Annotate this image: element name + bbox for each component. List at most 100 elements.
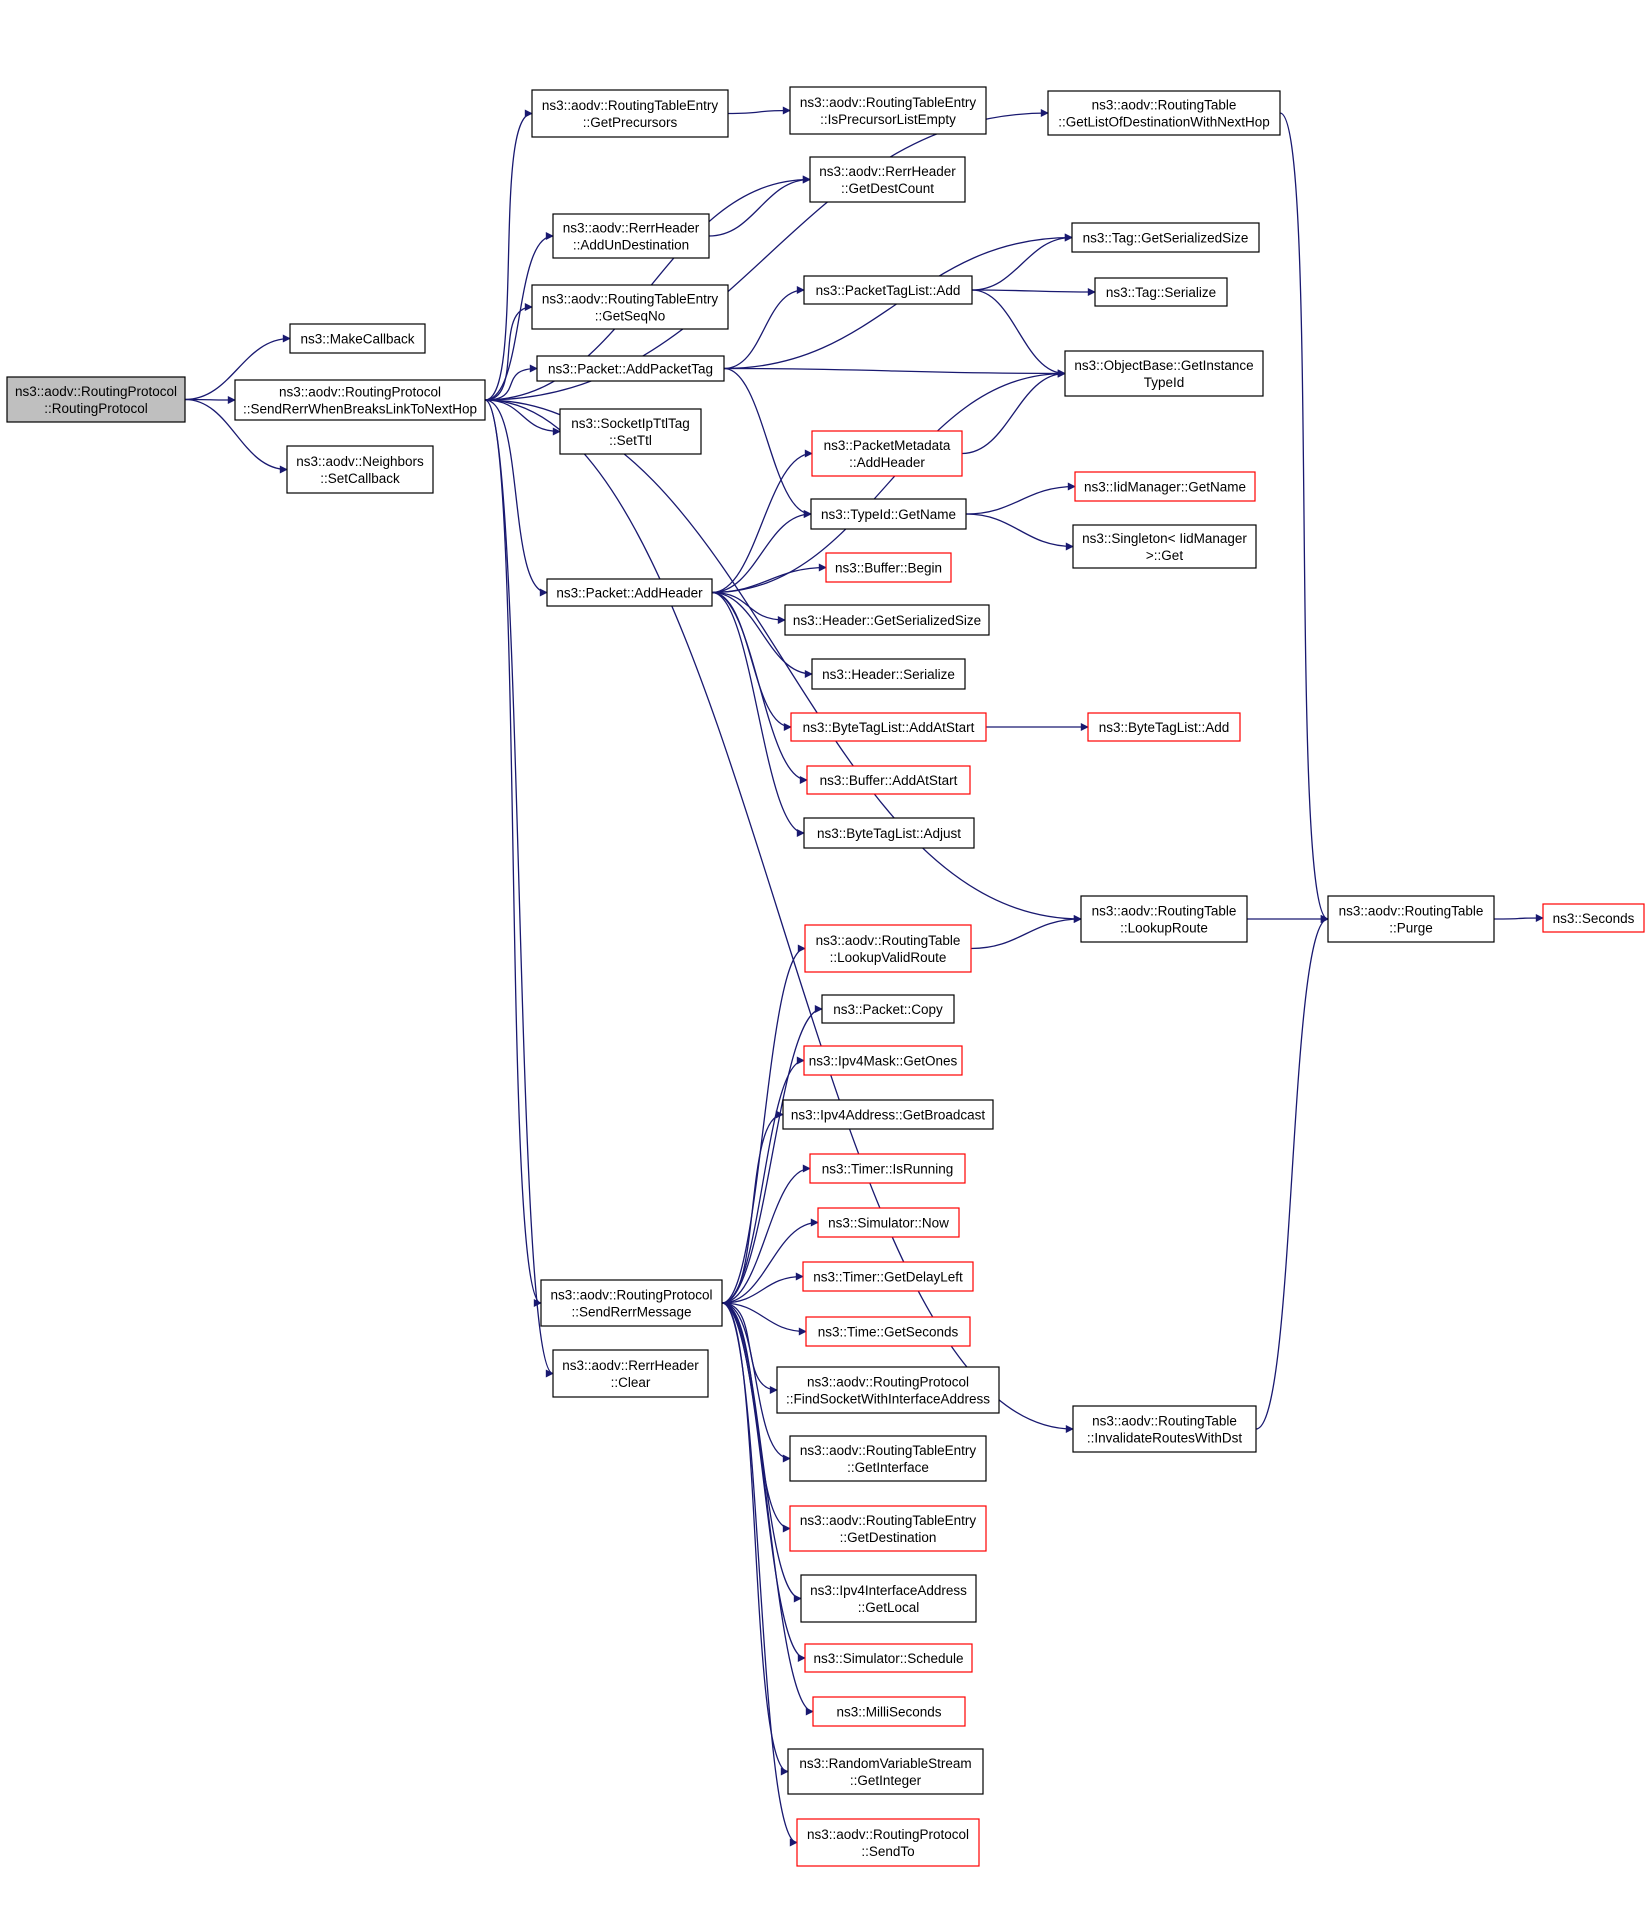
node-box (810, 498, 967, 530)
node-label: ns3::aodv::RoutingTable (1339, 904, 1484, 919)
node-box (796, 1818, 980, 1867)
graph-node-bcast[interactable]: ns3::Ipv4Address::GetBroadcast (782, 1099, 994, 1130)
node-label: ns3::ByteTagList::Add (1099, 720, 1230, 735)
node-label: >::Get (1146, 548, 1183, 563)
graph-node-setcb[interactable]: ns3::aodv::Neighbors::SetCallback (286, 445, 434, 494)
graph-node-lookupvalid[interactable]: ns3::aodv::RoutingTable::LookupValidRout… (804, 924, 972, 973)
node-label: ::GetDestination (840, 1530, 937, 1545)
node-box (789, 1505, 987, 1552)
graph-node-pktcopy[interactable]: ns3::Packet::Copy (821, 994, 955, 1024)
graph-node-seconds[interactable]: ns3::Seconds (1542, 903, 1645, 933)
node-layer: ns3::aodv::RoutingProtocol::RoutingProto… (6, 86, 1645, 1867)
edge-addheader-to-btladjust (711, 591, 805, 837)
graph-node-delayleft[interactable]: ns3::Timer::GetDelayLeft (802, 1261, 974, 1292)
edge-sendrerrbreak-to-rclear (484, 399, 554, 1378)
node-box (812, 1696, 966, 1727)
node-label: ::GetInteger (850, 1773, 922, 1788)
graph-node-getprec[interactable]: ns3::aodv::RoutingTableEntry::GetPrecurs… (531, 89, 729, 138)
node-box (817, 1207, 960, 1238)
graph-node-typename[interactable]: ns3::TypeId::GetName (810, 498, 967, 530)
node-box (1071, 222, 1260, 253)
graph-node-root[interactable]: ns3::aodv::RoutingProtocol::RoutingProto… (6, 376, 186, 423)
graph-node-addundest[interactable]: ns3::aodv::RerrHeader::AddUnDestination (552, 213, 710, 259)
node-box (546, 578, 713, 607)
node-box (1327, 895, 1495, 943)
graph-node-getiface[interactable]: ns3::aodv::RoutingTableEntry::GetInterfa… (789, 1435, 987, 1482)
graph-node-isprec[interactable]: ns3::aodv::RoutingTableEntry::IsPrecurso… (789, 86, 987, 135)
edge-sendrerr-to-isrun (721, 1164, 811, 1304)
graph-node-btladjust[interactable]: ns3::ByteTagList::Adjust (803, 817, 975, 849)
graph-node-getsec[interactable]: ns3::Time::GetSeconds (805, 1316, 971, 1347)
node-box (234, 379, 486, 421)
graph-node-getint[interactable]: ns3::RandomVariableStream::GetInteger (787, 1748, 984, 1795)
graph-node-invalidate[interactable]: ns3::aodv::RoutingTable::InvalidateRoute… (1072, 1405, 1257, 1453)
graph-node-bufaddstart[interactable]: ns3::Buffer::AddAtStart (806, 765, 971, 795)
node-label: ns3::PacketTagList::Add (816, 283, 961, 298)
node-label: ns3::aodv::RoutingTableEntry (800, 1443, 977, 1458)
node-box (809, 1153, 966, 1184)
graph-node-makecb[interactable]: ns3::MakeCallback (289, 323, 426, 354)
edge-addheader-to-hdrser (711, 591, 813, 678)
edge-sendrerrbreak-to-sendrerr (484, 399, 542, 1307)
node-label: ns3::MakeCallback (300, 332, 414, 347)
graph-node-sendrerrbreak[interactable]: ns3::aodv::RoutingProtocol::SendRerrWhen… (234, 379, 486, 421)
edge-addheader-to-bufaddstart (711, 591, 808, 784)
graph-node-getseq[interactable]: ns3::aodv::RoutingTableEntry::GetSeqNo (531, 284, 729, 330)
graph-node-tagsize[interactable]: ns3::Tag::GetSerializedSize (1071, 222, 1260, 253)
graph-node-singleton[interactable]: ns3::Singleton< IidManager>::Get (1072, 524, 1257, 569)
edge-sendrerr-to-delayleft (721, 1272, 804, 1304)
graph-node-bufbegin[interactable]: ns3::Buffer::Begin (825, 552, 952, 583)
graph-node-addptag[interactable]: ns3::Packet::AddPacketTag (536, 355, 725, 382)
graph-node-btladdstart[interactable]: ns3::ByteTagList::AddAtStart (790, 712, 987, 742)
edge-root-to-sendrerrbreak (184, 395, 236, 404)
node-label: ns3::aodv::RoutingTable (816, 933, 961, 948)
graph-node-schedule[interactable]: ns3::Simulator::Schedule (804, 1643, 973, 1673)
node-box (804, 924, 972, 973)
node-box (800, 1574, 977, 1623)
graph-node-purge[interactable]: ns3::aodv::RoutingTable::Purge (1327, 895, 1495, 943)
graph-node-maskones[interactable]: ns3::Ipv4Mask::GetOnes (803, 1045, 963, 1076)
edge-ptladd-to-tagsize (971, 233, 1073, 291)
node-box (1047, 90, 1281, 136)
graph-node-pmaddh[interactable]: ns3::PacketMetadata::AddHeader (811, 430, 963, 477)
edge-sendrerr-to-sendto (721, 1302, 798, 1847)
graph-node-millis[interactable]: ns3::MilliSeconds (812, 1696, 966, 1727)
graph-node-addheader[interactable]: ns3::Packet::AddHeader (546, 578, 713, 607)
graph-node-hdrser[interactable]: ns3::Header::Serialize (811, 658, 966, 690)
graph-node-simnow[interactable]: ns3::Simulator::Now (817, 1207, 960, 1238)
graph-node-getlist[interactable]: ns3::aodv::RoutingTable::GetListOfDestin… (1047, 90, 1281, 136)
graph-node-ptladd[interactable]: ns3::PacketTagList::Add (803, 275, 973, 305)
graph-node-iidname[interactable]: ns3::IidManager::GetName (1074, 471, 1256, 502)
edge-addptag-to-ptladd (723, 286, 805, 370)
graph-node-hdrsize[interactable]: ns3::Header::GetSerializedSize (784, 604, 990, 636)
node-box (6, 376, 186, 423)
node-label: ns3::Simulator::Now (828, 1216, 949, 1231)
graph-node-setttl[interactable]: ns3::SocketIpTtlTag::SetTtl (559, 408, 702, 455)
graph-node-isrun[interactable]: ns3::Timer::IsRunning (809, 1153, 966, 1184)
node-box (805, 1316, 971, 1347)
graph-node-lookup[interactable]: ns3::aodv::RoutingTable::LookupRoute (1080, 895, 1248, 943)
node-label: ns3::aodv::RoutingProtocol (279, 385, 441, 400)
graph-node-getdest[interactable]: ns3::aodv::RerrHeader::GetDestCount (809, 156, 966, 203)
graph-node-getlocal[interactable]: ns3::Ipv4InterfaceAddress::GetLocal (800, 1574, 977, 1623)
graph-node-btladd[interactable]: ns3::ByteTagList::Add (1087, 712, 1241, 742)
node-box (787, 1748, 984, 1795)
graph-node-tagser[interactable]: ns3::Tag::Serialize (1094, 277, 1228, 307)
edge-addheader-to-getinst (711, 369, 1066, 594)
edge-addheader-to-hdrsize (711, 591, 786, 624)
edge-sendrerr-to-simnow (721, 1218, 819, 1304)
edge-sendrerr-to-bcast (721, 1110, 784, 1304)
graph-node-sendto[interactable]: ns3::aodv::RoutingProtocol::SendTo (796, 1818, 980, 1867)
graph-node-sendrerr[interactable]: ns3::aodv::RoutingProtocol::SendRerrMess… (540, 1279, 723, 1327)
node-label: ns3::aodv::RoutingProtocol (15, 384, 177, 399)
edge-invalidate-to-purge (1255, 915, 1329, 1430)
graph-node-rclear[interactable]: ns3::aodv::RerrHeader::Clear (552, 1349, 709, 1398)
node-box (531, 284, 729, 330)
graph-node-findsock[interactable]: ns3::aodv::RoutingProtocol::FindSocketWi… (776, 1366, 1000, 1414)
node-label: ::AddHeader (849, 455, 925, 470)
graph-node-getdestn[interactable]: ns3::aodv::RoutingTableEntry::GetDestina… (789, 1505, 987, 1552)
node-label: ns3::MilliSeconds (836, 1705, 941, 1720)
node-label: ::SetTtl (609, 433, 652, 448)
